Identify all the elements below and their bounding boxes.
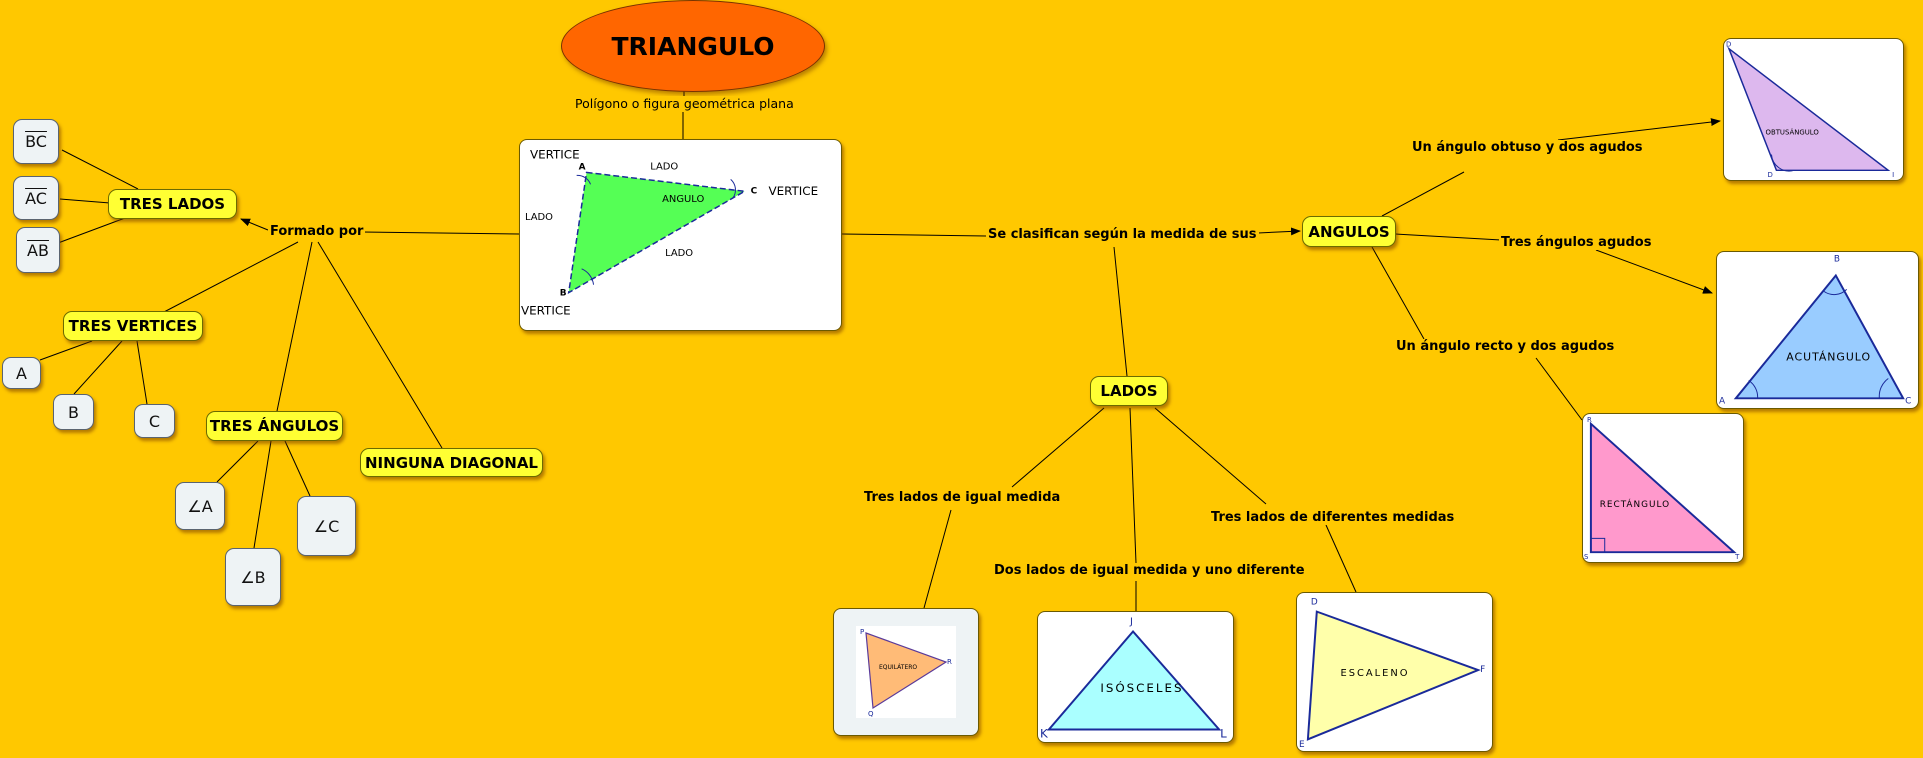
svg-text:F: F (1480, 665, 1485, 675)
vertice-b-node[interactable]: B (53, 394, 94, 430)
angulo-b-node[interactable]: ∠B (225, 548, 281, 606)
obtuso-label: Un ángulo obtuso y dos agudos (1410, 140, 1645, 155)
acutangulo-figure[interactable]: ACUTÁNGULO B A C (1716, 251, 1919, 409)
svg-text:ISÓSCELES: ISÓSCELES (1100, 680, 1183, 695)
point-b-label: B (560, 289, 567, 299)
equilatero-drawing: EQUILÁTERO P R Q (856, 626, 956, 718)
definition-label: Polígono o figura geométrica plana (573, 96, 796, 111)
diferentes-label: Tres lados de diferentes medidas (1209, 510, 1457, 525)
svg-text:A: A (1719, 396, 1726, 406)
svg-text:E: E (1299, 740, 1305, 750)
svg-text:ESCALENO: ESCALENO (1341, 668, 1410, 679)
svg-text:L: L (1220, 726, 1227, 740)
vertice-bottom-label: VERTICE (521, 304, 571, 318)
iguales-label: Tres lados de igual medida (862, 490, 1063, 505)
svg-text:C: C (1905, 396, 1911, 406)
recto-label: Un ángulo recto y dos agudos (1394, 339, 1617, 354)
vertice-right-label: VERTICE (768, 184, 818, 198)
svg-text:R: R (947, 658, 952, 666)
main-triangle-drawing: VERTICE VERTICE VERTICE LADO LADO LADO A… (521, 147, 818, 318)
angulo-c-node[interactable]: ∠C (297, 496, 356, 556)
lado-ab-node[interactable]: AB (16, 227, 60, 273)
svg-text:T: T (1734, 553, 1740, 561)
escaleno-drawing: ESCALENO D F E (1299, 598, 1485, 751)
rectangulo-figure[interactable]: RECTÁNGULO R S T (1582, 413, 1744, 563)
acutangulo-drawing: ACUTÁNGULO B A C (1719, 255, 1911, 407)
angulo-label: ANGULO (662, 194, 704, 205)
svg-text:EQUILÁTERO: EQUILÁTERO (879, 664, 917, 671)
svg-text:J: J (1129, 617, 1133, 628)
main-triangle-figure[interactable]: VERTICE VERTICE VERTICE LADO LADO LADO A… (519, 139, 842, 331)
svg-text:R: R (1587, 416, 1592, 424)
svg-text:P: P (860, 628, 864, 636)
lado-bottom-label: LADO (665, 248, 693, 259)
svg-text:D: D (1311, 598, 1318, 608)
point-c-label: C (751, 186, 758, 196)
svg-text:D: D (1768, 171, 1773, 179)
svg-text:B: B (1834, 255, 1840, 265)
lado-top-label: LADO (650, 161, 678, 172)
obtusangulo-drawing: OBTUSÁNGULO D D I (1726, 41, 1894, 180)
ninguna-diagonal-node[interactable]: NINGUNA DIAGONAL (360, 448, 543, 477)
lados-node[interactable]: LADOS (1090, 376, 1168, 406)
svg-text:ACUTÁNGULO: ACUTÁNGULO (1786, 351, 1871, 364)
clasifican-label: Se clasifican según la medida de sus (986, 227, 1259, 242)
lado-ac-node[interactable]: AC (13, 176, 59, 220)
dos-iguales-label: Dos lados de igual medida y uno diferent… (992, 563, 1307, 578)
vertice-top-label: VERTICE (530, 147, 580, 161)
svg-text:OBTUSÁNGULO: OBTUSÁNGULO (1766, 128, 1820, 137)
isosceles-figure[interactable]: ISÓSCELES J K L (1037, 611, 1234, 743)
formado-por-label: Formado por (268, 224, 366, 239)
svg-text:K: K (1040, 726, 1049, 740)
tres-lados-node[interactable]: TRES LADOS (108, 189, 237, 219)
angulo-a-node[interactable]: ∠A (175, 482, 225, 530)
svg-text:I: I (1892, 171, 1894, 179)
title-node[interactable]: TRIANGULO (561, 0, 825, 92)
svg-text:Q: Q (868, 710, 874, 718)
tres-vertices-node[interactable]: TRES VERTICES (63, 311, 203, 341)
lado-left-label: LADO (525, 212, 553, 223)
escaleno-figure[interactable]: ESCALENO D F E (1296, 592, 1493, 752)
agudos-label: Tres ángulos agudos (1499, 235, 1654, 250)
svg-text:S: S (1584, 553, 1588, 561)
rectangulo-drawing: RECTÁNGULO R S T (1584, 416, 1740, 561)
angulos-node[interactable]: ANGULOS (1302, 216, 1396, 247)
isosceles-drawing: ISÓSCELES J K L (1040, 617, 1227, 741)
svg-text:RECTÁNGULO: RECTÁNGULO (1600, 498, 1670, 510)
tres-angulos-node[interactable]: TRES ÁNGULOS (206, 411, 343, 441)
point-a-label: A (579, 162, 586, 172)
vertice-c-node[interactable]: C (134, 404, 175, 438)
equilatero-figure[interactable]: EQUILÁTERO P R Q (833, 608, 979, 736)
lado-bc-node[interactable]: BC (13, 119, 59, 164)
obtusangulo-figure[interactable]: OBTUSÁNGULO D D I (1723, 38, 1904, 181)
vertice-a-node[interactable]: A (2, 357, 41, 389)
svg-text:D: D (1726, 41, 1731, 49)
